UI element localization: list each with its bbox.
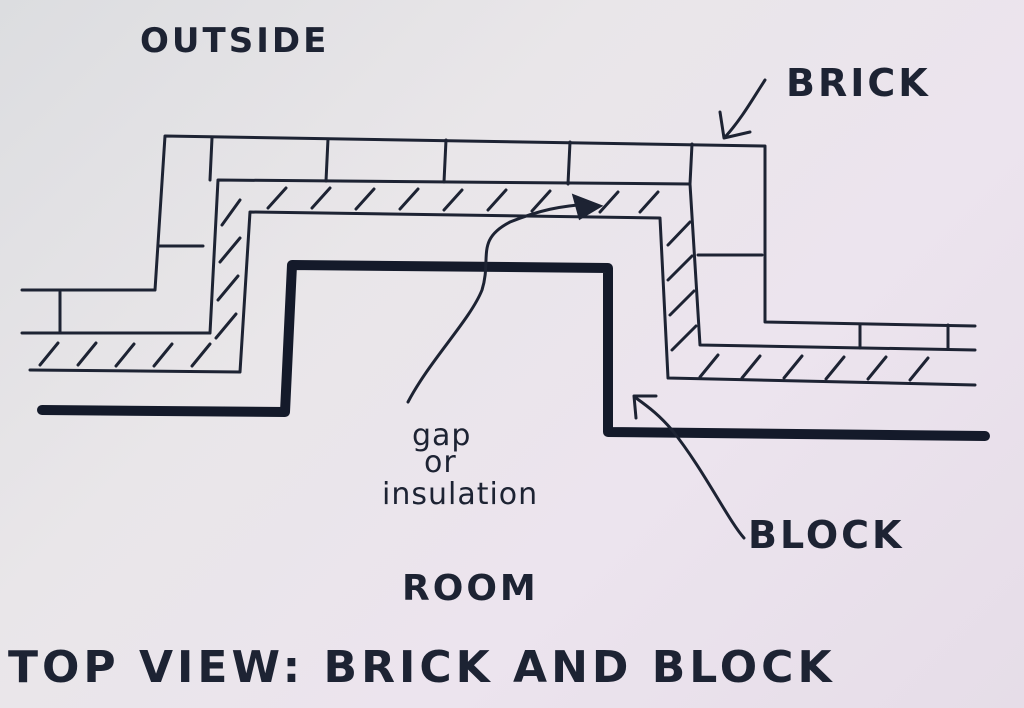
outside-label: OUTSIDE [140,21,329,61]
room-label: ROOM [402,568,539,609]
or-label: or [424,445,457,480]
gap-label: gap [412,418,471,453]
insulation-band [28,186,977,387]
block-label: BLOCK [748,513,904,557]
insulation-label: insulation [382,477,538,512]
brick-leaf [20,134,977,352]
block-leaf [37,260,990,441]
brick-arrow [718,78,767,140]
gap-arrow [406,193,604,404]
brick-label: BRICK [786,61,931,105]
diagram-title: TOP VIEW: BRICK AND BLOCK [8,642,836,693]
block-arrow [632,394,746,540]
